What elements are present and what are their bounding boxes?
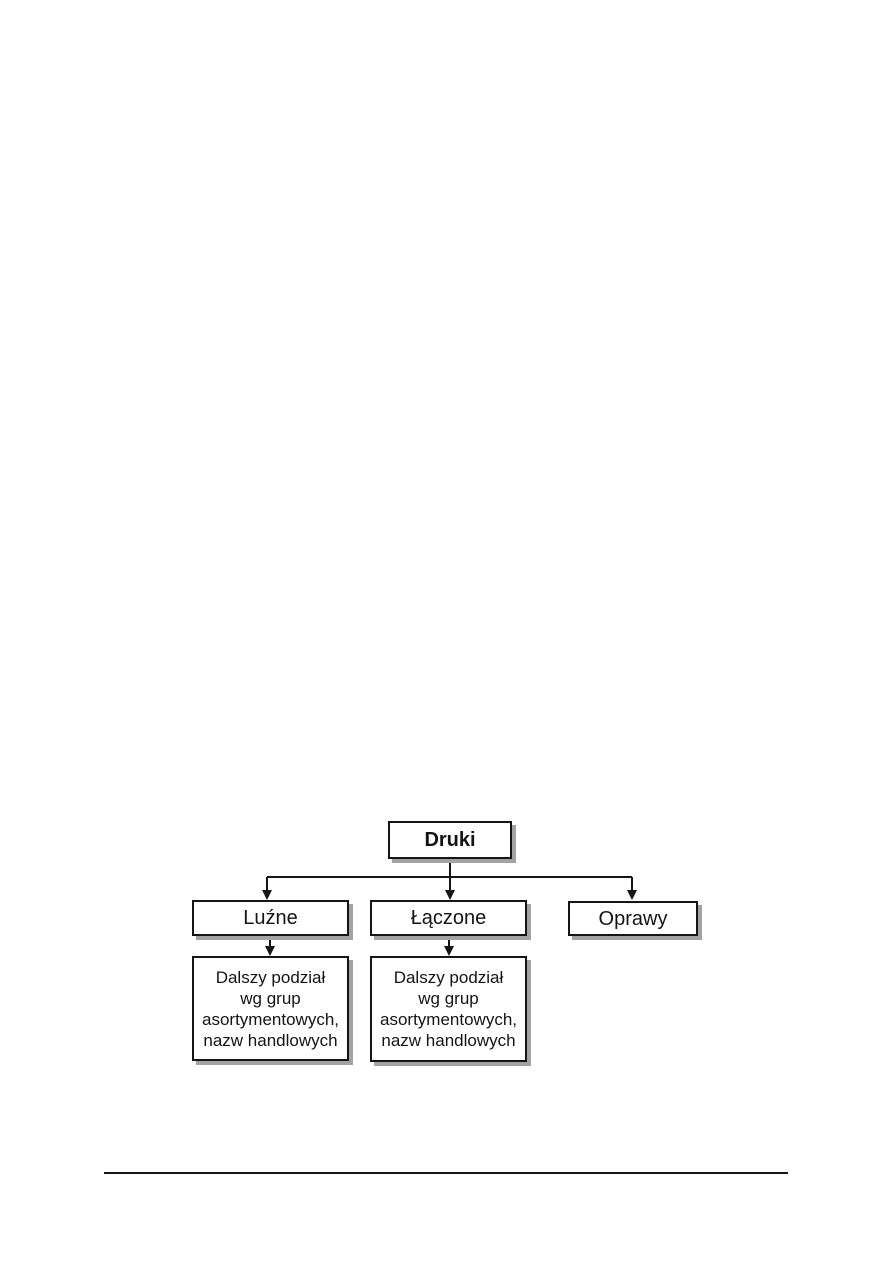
arrowhead-center: [445, 890, 455, 900]
arrowhead-right: [627, 890, 637, 900]
node-laczone: Łączone: [370, 900, 527, 936]
arrowhead-laczone-detail: [444, 946, 454, 956]
node-luzne: Luźne: [192, 900, 349, 936]
node-dalszy-podzial-right: Dalszy podział wg grup asortymentowych, …: [370, 956, 527, 1062]
arrowhead-left: [262, 890, 272, 900]
node-dalszy-podzial-left: Dalszy podział wg grup asortymentowych, …: [192, 956, 349, 1061]
arrowhead-luzne-detail: [265, 946, 275, 956]
node-oprawy: Oprawy: [568, 901, 698, 936]
node-druki: Druki: [388, 821, 512, 859]
footer-rule: [104, 1172, 788, 1174]
